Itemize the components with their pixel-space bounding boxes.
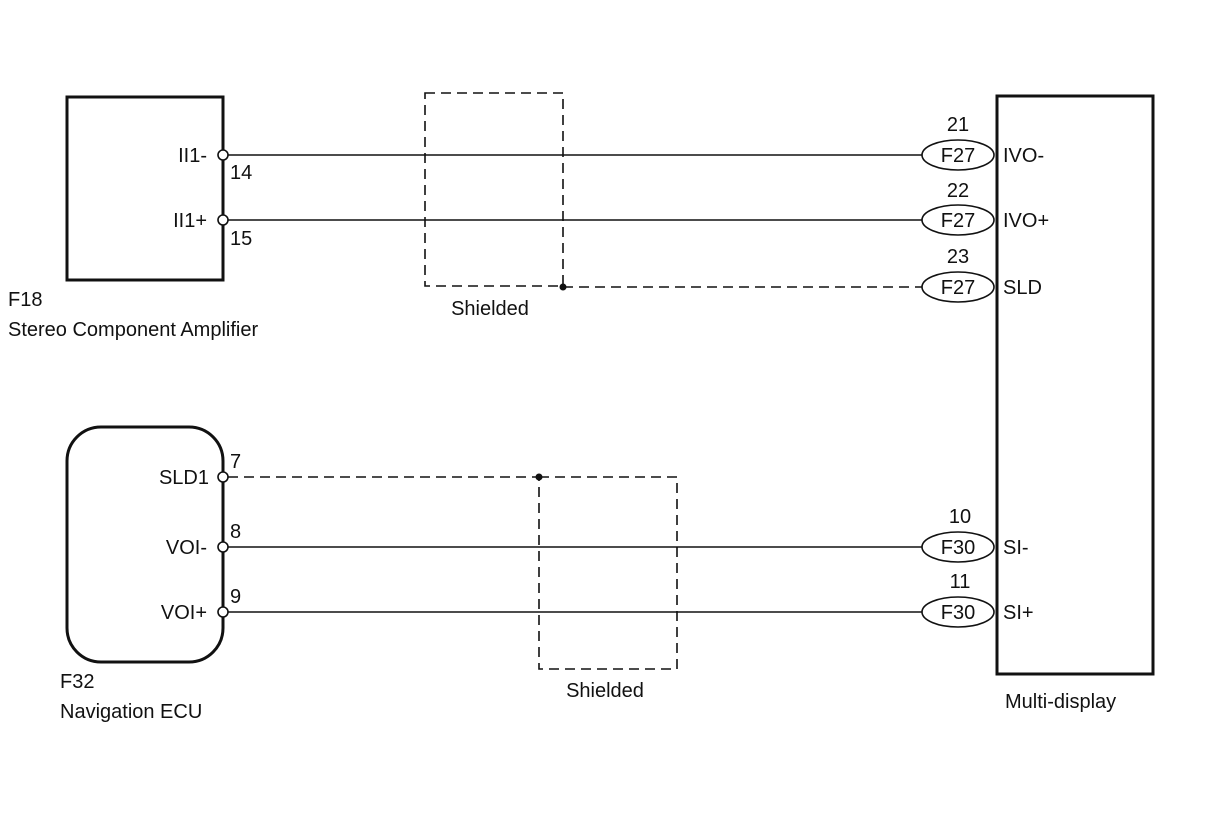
pin-number: 23 <box>947 246 969 268</box>
pin-number: 21 <box>947 114 969 136</box>
pin-label: IVO- <box>1003 145 1044 167</box>
connector-code: F30 <box>941 602 975 624</box>
stereo-amplifier-box <box>65 95 225 282</box>
pin-number: 15 <box>230 228 252 250</box>
shield-junction-upper <box>559 283 567 291</box>
pin-label: II1- <box>178 145 207 167</box>
shield-box-upper <box>424 92 564 287</box>
pin-number: 9 <box>230 586 241 608</box>
pin-terminal <box>217 471 229 483</box>
connector-oval <box>921 139 995 171</box>
connector-oval <box>921 596 995 628</box>
pin-label: II1+ <box>173 210 207 232</box>
navigation-name: Navigation ECU <box>60 701 202 723</box>
pin-number: 14 <box>230 162 252 184</box>
display-name: Multi-display <box>1005 691 1116 713</box>
navigation-code: F32 <box>60 671 94 693</box>
multi-display-box <box>995 94 1155 676</box>
shield-box-lower <box>538 476 678 670</box>
pin-label: SI+ <box>1003 602 1034 624</box>
pin-number: 11 <box>950 571 971 593</box>
connector-code: F27 <box>941 277 975 299</box>
pin-label: VOI+ <box>161 602 207 624</box>
connector-code: F30 <box>941 537 975 559</box>
pin-terminal <box>217 606 229 618</box>
connector-code: F27 <box>941 210 975 232</box>
pin-label: IVO+ <box>1003 210 1049 232</box>
amplifier-code: F18 <box>8 289 42 311</box>
pin-number: 22 <box>947 180 969 202</box>
pin-label: SLD <box>1003 277 1042 299</box>
shield-label: Shielded <box>451 298 529 320</box>
shield-junction-lower <box>535 473 543 481</box>
connector-oval <box>921 531 995 563</box>
amplifier-name: Stereo Component Amplifier <box>8 319 258 341</box>
pin-terminal <box>217 149 229 161</box>
pin-number: 10 <box>949 506 971 528</box>
shield-label: Shielded <box>566 680 644 702</box>
pin-terminal <box>217 214 229 226</box>
pin-terminal <box>217 541 229 553</box>
pin-label: SI- <box>1003 537 1029 559</box>
pin-number: 7 <box>230 451 241 473</box>
pin-number: 8 <box>230 521 241 543</box>
pin-label: VOI- <box>166 537 207 559</box>
connector-oval <box>921 271 995 303</box>
pin-label: SLD1 <box>159 467 209 489</box>
connector-oval <box>921 204 995 236</box>
connector-code: F27 <box>941 145 975 167</box>
